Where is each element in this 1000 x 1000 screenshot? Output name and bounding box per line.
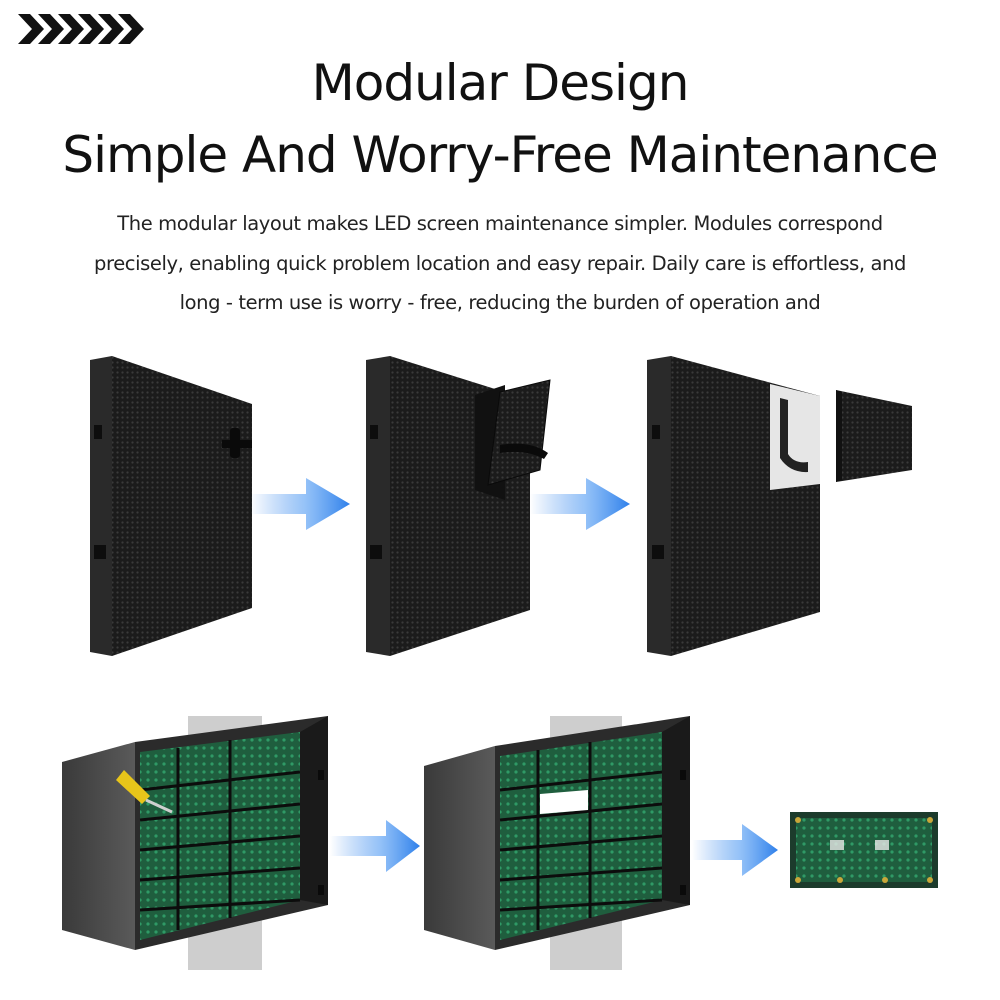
led-cabinet-3 — [647, 356, 820, 656]
rear-cabinet-2 — [424, 716, 690, 970]
led-module-removed — [836, 390, 912, 482]
rear-cabinet-1 — [62, 716, 328, 970]
chevrons-icon — [18, 14, 144, 44]
led-module-board — [790, 812, 938, 888]
description-text: The modular layout makes LED screen main… — [94, 212, 906, 314]
arrow-right-icon — [330, 820, 420, 872]
page-subtitle: Simple And Worry-Free Maintenance — [62, 126, 938, 184]
led-cabinet-1 — [90, 356, 252, 656]
arrow-right-icon — [530, 478, 630, 530]
arrow-right-icon — [692, 824, 778, 876]
led-cabinet-2 — [366, 356, 551, 656]
page-title: Modular Design — [311, 54, 690, 112]
screwdriver-icon — [116, 770, 173, 814]
arrow-right-icon — [250, 478, 350, 530]
